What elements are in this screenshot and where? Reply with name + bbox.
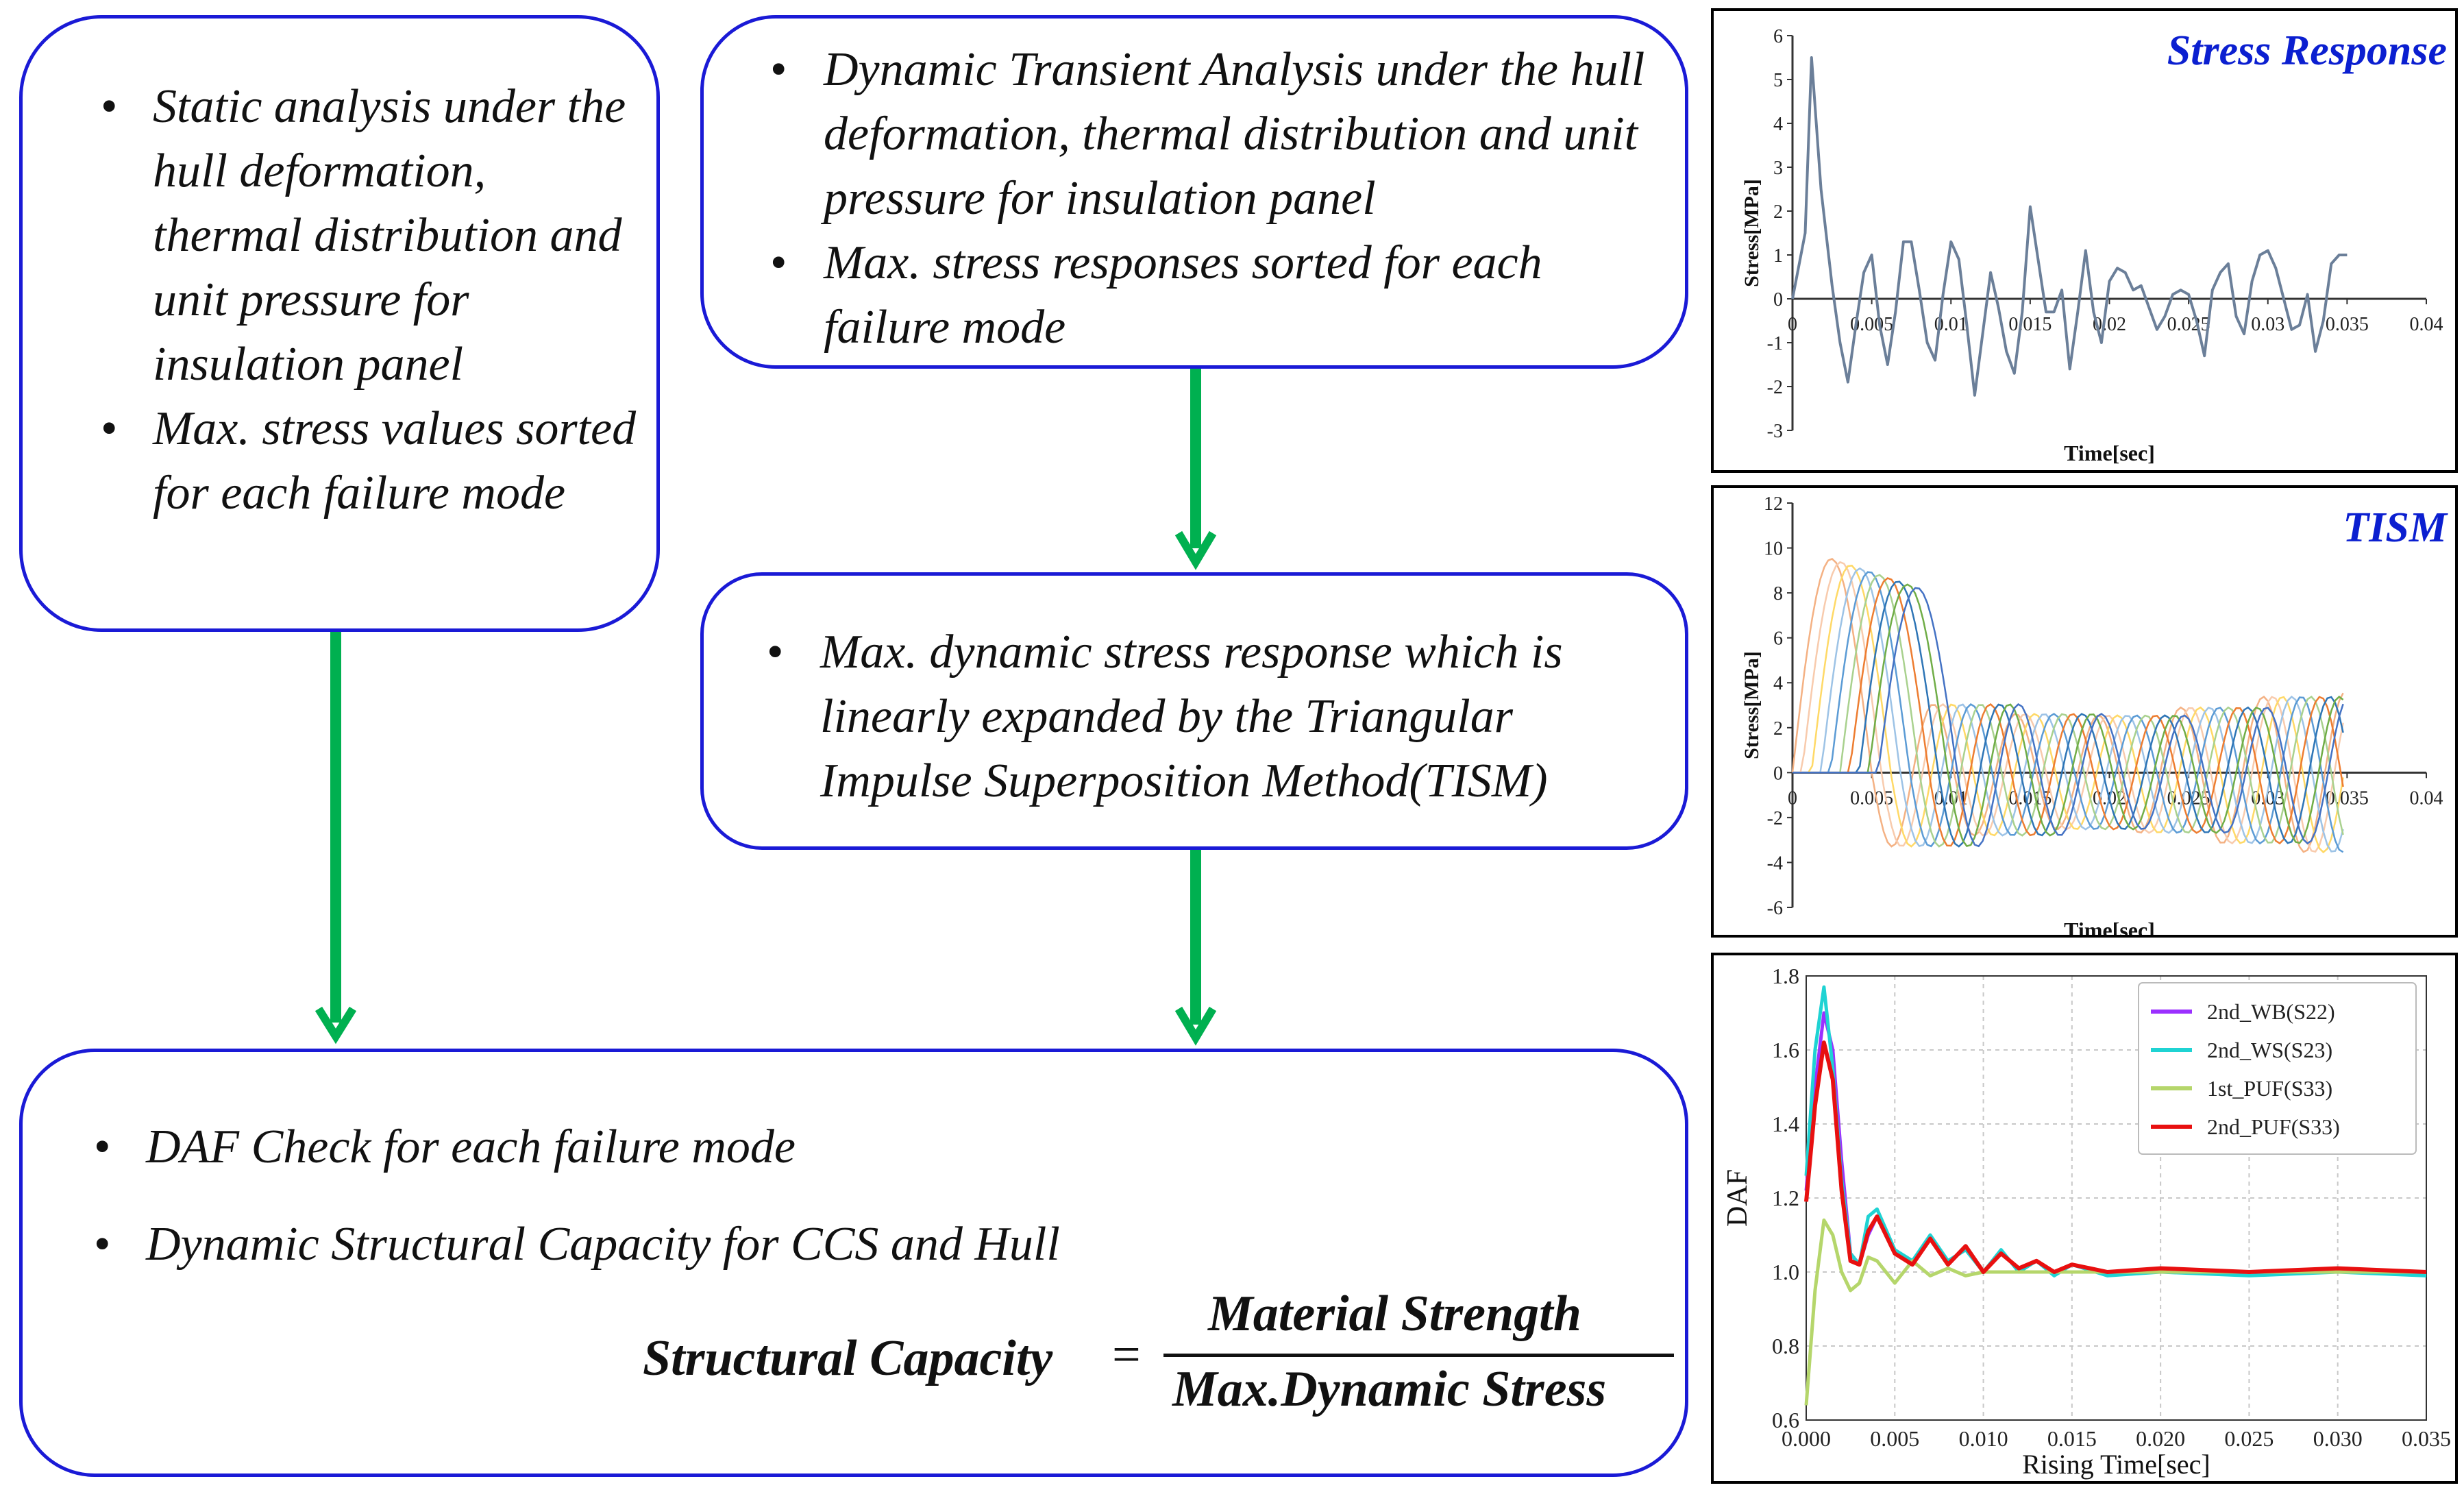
y-tick-label: 1.2 [1772, 1186, 1799, 1210]
y-tick-label: 10 [1764, 539, 1783, 560]
x-axis-title: Rising Time[sec] [2022, 1449, 2210, 1480]
formula-denominator: Max.Dynamic Stress [1172, 1361, 1607, 1417]
daf-bullet-1: DAF Check for each failure mode [94, 1115, 1653, 1179]
tism-series-line [1792, 583, 2344, 848]
daf-panel: 0.000 0.005 0.010 0.015 0.020 0.025 0.030 0.035… [1711, 953, 2458, 1484]
tism-bullet-list: Max. dynamic stress response which is li… [767, 620, 1670, 814]
formula-equals: = [1112, 1327, 1141, 1383]
y-tick-label: 1.0 [1772, 1260, 1799, 1284]
static-analysis-box: Static analysis under the hull deformati… [19, 15, 660, 632]
x-tick-label: 0.025 [2224, 1426, 2274, 1451]
arrow-static-to-daf [315, 632, 357, 1044]
x-tick-label: 0.000 [1782, 1426, 1831, 1451]
y-tick-label: 12 [1764, 493, 1783, 515]
daf-check-box: DAF Check for each failure mode Dynamic … [19, 1049, 1688, 1477]
legend-label: 1st_PUF(S33) [2207, 1076, 2332, 1101]
y-tick-label: -6 [1767, 898, 1783, 919]
static-bullet-1: Static analysis under the hull deformati… [101, 75, 646, 397]
legend-label: 2nd_WB(S22) [2207, 999, 2335, 1024]
y-tick-label: 2 [1773, 201, 1783, 223]
arrow-tism-to-daf [1174, 850, 1217, 1046]
dynamic-analysis-box: Dynamic Transient Analysis under the hul… [700, 15, 1688, 369]
tism-series-line [1792, 587, 2344, 848]
y-tick-label: 0 [1773, 763, 1783, 784]
tism-series-line [1792, 580, 2344, 848]
x-tick-label: 0.035 [2326, 787, 2369, 809]
y-tick-label: -2 [1767, 808, 1783, 829]
y-tick-label: 6 [1773, 628, 1783, 650]
x-axis-title: Time[sec] [2064, 441, 2155, 465]
x-tick-label: 0.035 [2402, 1426, 2451, 1451]
x-tick-label: 0.025 [2167, 314, 2210, 335]
dynamic-bullet-2: Max. stress responses sorted for each fa… [770, 231, 1680, 360]
chart-title: Stress Response [2167, 27, 2447, 74]
daf-series-line [1804, 1040, 2427, 1274]
tism-series-line [1791, 558, 2344, 853]
formula-fraction-bar [1163, 1354, 1674, 1357]
tism-bullet-1: Max. dynamic stress response which is li… [767, 620, 1670, 814]
y-tick-label: 5 [1773, 70, 1783, 91]
x-tick-label: 0.015 [2047, 1426, 2097, 1451]
y-tick-label: 1.8 [1772, 964, 1799, 988]
x-tick-label: 0.010 [1959, 1426, 2008, 1451]
tism-box: Max. dynamic stress response which is li… [700, 572, 1688, 850]
y-tick-label: 4 [1773, 673, 1783, 694]
y-tick-label: -2 [1767, 377, 1783, 398]
x-tick-label: 0.04 [2410, 314, 2443, 335]
y-tick-label: 8 [1773, 583, 1783, 604]
x-tick-label: 0.030 [2313, 1426, 2363, 1451]
y-tick-label: 3 [1773, 158, 1783, 179]
y-tick-label: 6 [1773, 26, 1783, 47]
arrow-dynamic-to-tism [1174, 369, 1217, 570]
tism-series-line [1792, 577, 2344, 847]
legend-box [2138, 982, 2417, 1155]
y-tick-label: 4 [1773, 114, 1783, 135]
daf-bullet-list: DAF Check for each failure mode Dynamic … [94, 1115, 1653, 1310]
stress-series-line [1791, 56, 2348, 397]
x-axis-title: Time[sec] [2064, 918, 2155, 935]
y-tick-label: 0 [1773, 289, 1783, 310]
y-axis-title: Stress[MPa] [1740, 651, 1763, 759]
x-tick-label: 0.03 [2251, 314, 2284, 335]
chart-title: TISM [2343, 504, 2448, 551]
y-tick-label: -1 [1767, 333, 1783, 354]
daf-chart: 0.000 0.005 0.010 0.015 0.020 0.025 0.030 0.035… [1722, 964, 2451, 1480]
y-axis-title: Stress[MPa] [1740, 179, 1763, 287]
y-axis-title: DAF [1722, 1169, 1753, 1227]
y-tick-label: 0.8 [1772, 1334, 1799, 1358]
formula-numerator: Material Strength [1208, 1286, 1581, 1342]
x-tick-label: 0.035 [2326, 314, 2369, 335]
y-tick-label: 2 [1773, 718, 1783, 739]
static-bullet-list: Static analysis under the hull deformati… [101, 75, 646, 526]
daf-series-line [1804, 1218, 2426, 1406]
tism-series-line [1792, 561, 2344, 853]
x-tick-label: 0.015 [2008, 314, 2052, 335]
y-tick-label: 0.6 [1772, 1408, 1799, 1432]
legend-label: 2nd_PUF(S33) [2207, 1114, 2340, 1139]
static-bullet-2: Max. stress values sorted for each failu… [101, 397, 646, 526]
x-tick-label: 0 [1788, 787, 1797, 809]
x-tick-label: 0 [1788, 314, 1797, 335]
x-tick-label: 0.020 [2136, 1426, 2185, 1451]
daf-bullet-2: Dynamic Structural Capacity for CCS and … [94, 1212, 1653, 1277]
y-tick-label: -4 [1767, 853, 1783, 874]
y-tick-label: 1.4 [1772, 1112, 1799, 1136]
legend-label: 2nd_WS(S23) [2207, 1038, 2332, 1062]
y-tick-label: 1 [1773, 245, 1783, 267]
dynamic-bullet-1: Dynamic Transient Analysis under the hul… [770, 38, 1680, 231]
y-tick-label: -3 [1767, 421, 1783, 442]
formula-lhs: Structural Capacity [643, 1330, 1053, 1386]
x-tick-label: 0.04 [2410, 787, 2443, 809]
dynamic-bullet-list: Dynamic Transient Analysis under the hul… [770, 38, 1680, 360]
x-tick-label: 0.005 [1870, 1426, 1919, 1451]
y-tick-label: 1.6 [1772, 1038, 1799, 1062]
